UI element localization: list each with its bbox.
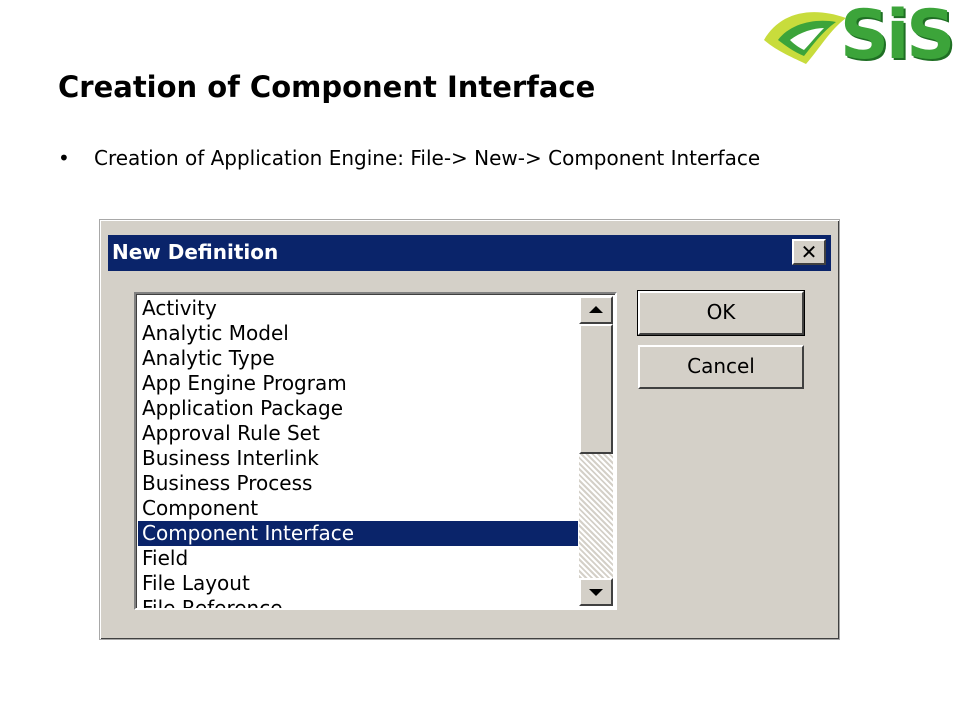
close-icon: ✕ [800, 240, 818, 264]
list-item[interactable]: Business Interlink [142, 446, 319, 470]
scroll-up-button[interactable] [579, 296, 613, 324]
scroll-down-button[interactable] [579, 578, 613, 606]
dialog-title: New Definition [112, 240, 279, 264]
vertical-scrollbar[interactable] [579, 296, 613, 606]
list-item[interactable]: Analytic Model [142, 321, 289, 345]
leaf-logo-icon [764, 12, 846, 64]
list-item[interactable]: Analytic Type [142, 346, 275, 370]
bullet-dot-icon: • [58, 146, 70, 170]
list-item[interactable]: Application Package [142, 396, 344, 420]
dialog-titlebar[interactable]: New Definition ✕ [108, 235, 831, 271]
list-item[interactable]: Component [142, 496, 259, 520]
arrow-up-icon [589, 306, 603, 313]
slide-title: Creation of Component Interface [58, 70, 596, 104]
list-item[interactable]: Activity [142, 296, 217, 320]
list-item[interactable]: Approval Rule Set [142, 421, 320, 445]
close-button[interactable]: ✕ [792, 239, 826, 265]
list-item[interactable]: Field [142, 546, 189, 570]
scrollbar-thumb[interactable] [579, 324, 613, 454]
bullet-point: • Creation of Application Engine: File-> … [58, 146, 760, 170]
list-item[interactable]: File Layout [142, 571, 250, 595]
list-item[interactable]: App Engine Program [142, 371, 347, 395]
sis-logo: SiS [760, 0, 960, 76]
list-item[interactable]: File Reference [142, 596, 283, 610]
list-item[interactable]: Business Process [142, 471, 313, 495]
list-item[interactable]: Component Interface [138, 521, 578, 546]
arrow-down-icon [589, 589, 603, 596]
cancel-button[interactable]: Cancel [638, 345, 804, 389]
logo-text: SiS [840, 0, 955, 75]
ok-button[interactable]: OK [637, 290, 805, 336]
bullet-text: Creation of Application Engine: File-> N… [94, 146, 761, 170]
